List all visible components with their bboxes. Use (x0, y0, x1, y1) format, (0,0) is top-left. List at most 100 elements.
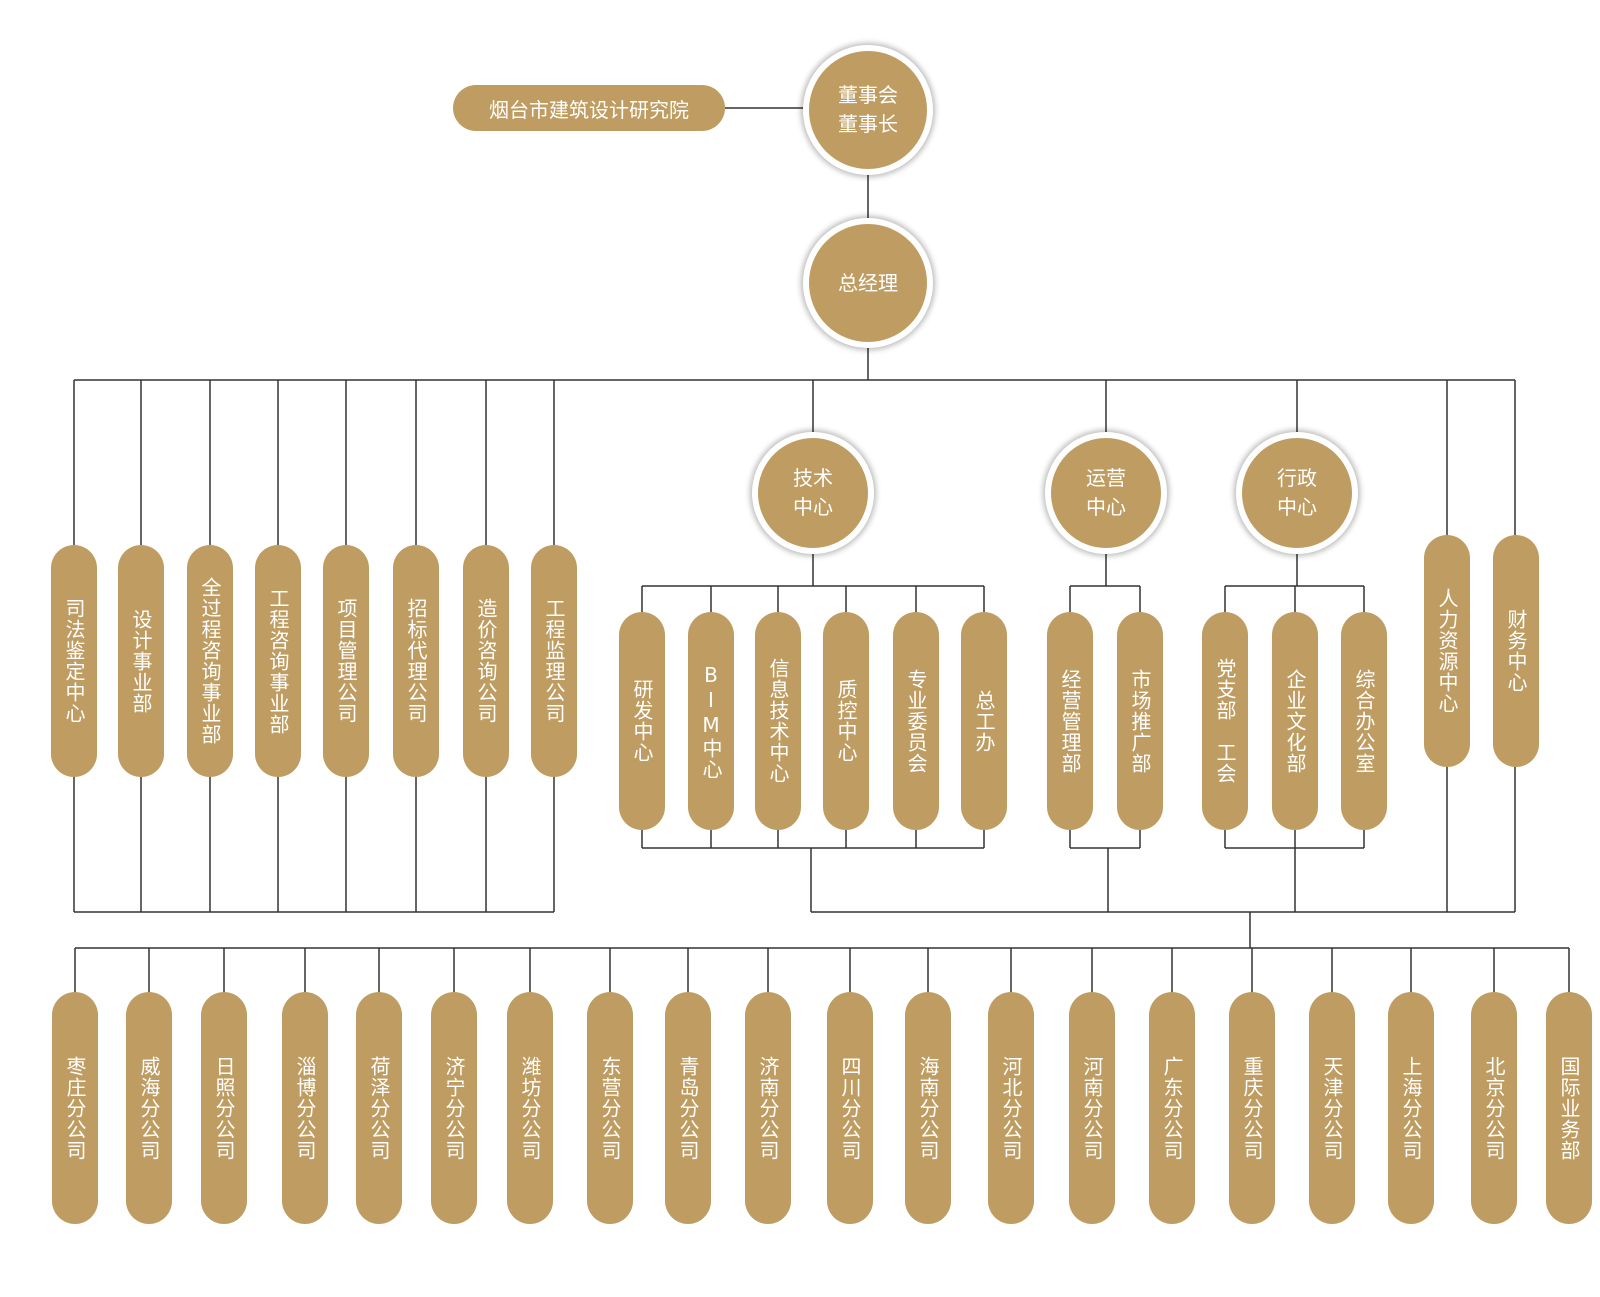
branch-label: 淄博分公司 (293, 1055, 317, 1161)
branch-sichuan: 四川分公司 (827, 992, 873, 1224)
dept-label: 司法鉴定中心 (62, 598, 86, 724)
unit-label: 综合办公室 (1352, 668, 1376, 774)
dept-label: 人力资源中心 (1435, 588, 1459, 714)
branch-label: 东营分公司 (598, 1055, 622, 1161)
branch-dongying: 东营分公司 (587, 992, 633, 1224)
dept-bidding-agency: 招标代理公司 (393, 545, 439, 777)
branch-label: 威海分公司 (137, 1055, 161, 1161)
admin-center-line1: 行政 (1277, 466, 1317, 490)
unit-quality: 质控中心 (823, 612, 869, 830)
branch-shanghai: 上海分公司 (1388, 992, 1434, 1224)
general-manager-node: 总经理 (803, 218, 933, 348)
tech-center-line2: 中心 (793, 495, 833, 519)
branch-weihai: 威海分公司 (126, 992, 172, 1224)
branch-hainan: 海南分公司 (905, 992, 951, 1224)
unit-committee: 专业委员会 (893, 612, 939, 830)
dept-label: 工程监理公司 (542, 598, 566, 724)
unit-party-union: 党支部 工会 (1202, 612, 1248, 830)
operation-center-line1: 运营 (1086, 466, 1126, 490)
admin-center-line2: 中心 (1277, 495, 1317, 519)
unit-marketing: 市场推广部 (1117, 612, 1163, 830)
branch-label: 青岛分公司 (676, 1055, 700, 1161)
branch-label: 日照分公司 (212, 1055, 236, 1161)
board-node: 董事会 董事长 (803, 45, 933, 175)
unit-label: 研发中心 (630, 679, 654, 763)
dept-finance: 财务中心 (1493, 535, 1539, 767)
branch-label: 枣庄分公司 (63, 1055, 87, 1161)
branch-label: 海南分公司 (916, 1055, 940, 1161)
institute-label: 烟台市建筑设计研究院 (489, 97, 689, 122)
branch-weifang: 潍坊分公司 (507, 992, 553, 1224)
unit-label: 企业文化部 (1283, 668, 1307, 774)
branch-zaozhuang: 枣庄分公司 (52, 992, 98, 1224)
dept-judicial: 司法鉴定中心 (51, 545, 97, 777)
branch-heze: 荷泽分公司 (356, 992, 402, 1224)
dept-project-management: 项目管理公司 (323, 545, 369, 777)
dept-label: 设计事业部 (129, 608, 153, 714)
branch-label: 广东分公司 (1160, 1055, 1184, 1161)
branch-label: 潍坊分公司 (518, 1055, 542, 1161)
branch-label: 天津分公司 (1320, 1055, 1344, 1161)
branch-jinan: 济南分公司 (745, 992, 791, 1224)
board-label-line1: 董事会 (838, 83, 898, 107)
unit-label: 经营管理部 (1058, 668, 1082, 774)
branch-label: 四川分公司 (838, 1055, 862, 1161)
dept-label: 招标代理公司 (404, 598, 428, 724)
tech-center-line1: 技术 (793, 466, 833, 490)
unit-rd: 研发中心 (619, 612, 665, 830)
unit-label: 总工办 (972, 689, 996, 753)
branch-guangdong: 广东分公司 (1149, 992, 1195, 1224)
unit-bim: BIM中心 (688, 612, 734, 830)
dept-design: 设计事业部 (118, 545, 164, 777)
dept-label: 造价咨询公司 (474, 598, 498, 724)
branch-label: 上海分公司 (1399, 1055, 1423, 1161)
branch-label: 济宁分公司 (442, 1055, 466, 1161)
unit-label: 质控中心 (834, 679, 858, 763)
branch-label: 河北分公司 (999, 1055, 1023, 1161)
branch-label: 河南分公司 (1080, 1055, 1104, 1161)
dept-whole-process: 全过程咨询事业部 (187, 545, 233, 777)
branch-chongqing: 重庆分公司 (1229, 992, 1275, 1224)
dept-label: 财务中心 (1504, 609, 1528, 693)
unit-corporate-culture: 企业文化部 (1272, 612, 1318, 830)
unit-business-management: 经营管理部 (1047, 612, 1093, 830)
branch-zibo: 淄博分公司 (282, 992, 328, 1224)
branch-label: 重庆分公司 (1240, 1055, 1264, 1161)
dept-label: 全过程咨询事业部 (198, 577, 222, 745)
unit-label: 专业委员会 (904, 668, 928, 774)
unit-chief-engineer: 总工办 (961, 612, 1007, 830)
branch-jining: 济宁分公司 (431, 992, 477, 1224)
branch-beijing: 北京分公司 (1471, 992, 1517, 1224)
operation-center-node: 运营 中心 (1045, 432, 1167, 554)
branch-international: 国际业务部 (1546, 992, 1592, 1224)
branch-label: 荷泽分公司 (367, 1055, 391, 1161)
branch-label: 北京分公司 (1482, 1055, 1506, 1161)
dept-label: 项目管理公司 (334, 598, 358, 724)
branch-label: 国际业务部 (1557, 1055, 1581, 1161)
branch-tianjin: 天津分公司 (1309, 992, 1355, 1224)
unit-general-office: 综合办公室 (1341, 612, 1387, 830)
dept-cost-consult: 造价咨询公司 (463, 545, 509, 777)
dept-supervision: 工程监理公司 (531, 545, 577, 777)
dept-engineering-consult: 工程咨询事业部 (255, 545, 301, 777)
dept-label: 工程咨询事业部 (266, 587, 290, 735)
unit-label: 信息技术中心 (766, 658, 790, 784)
branch-qingdao: 青岛分公司 (665, 992, 711, 1224)
unit-label: 党支部 工会 (1213, 658, 1237, 784)
branch-label: 济南分公司 (756, 1055, 780, 1161)
branch-hebei: 河北分公司 (988, 992, 1034, 1224)
institute-node: 烟台市建筑设计研究院 (453, 85, 725, 131)
unit-label: BIM中心 (699, 662, 723, 780)
unit-it: 信息技术中心 (755, 612, 801, 830)
admin-center-node: 行政 中心 (1236, 432, 1358, 554)
operation-center-line2: 中心 (1086, 495, 1126, 519)
tech-center-node: 技术 中心 (752, 432, 874, 554)
branch-rizhao: 日照分公司 (201, 992, 247, 1224)
branch-henan: 河南分公司 (1069, 992, 1115, 1224)
general-manager-label: 总经理 (838, 270, 898, 295)
unit-label: 市场推广部 (1128, 668, 1152, 774)
dept-human-resources: 人力资源中心 (1424, 535, 1470, 767)
board-label-line2: 董事长 (838, 112, 898, 136)
